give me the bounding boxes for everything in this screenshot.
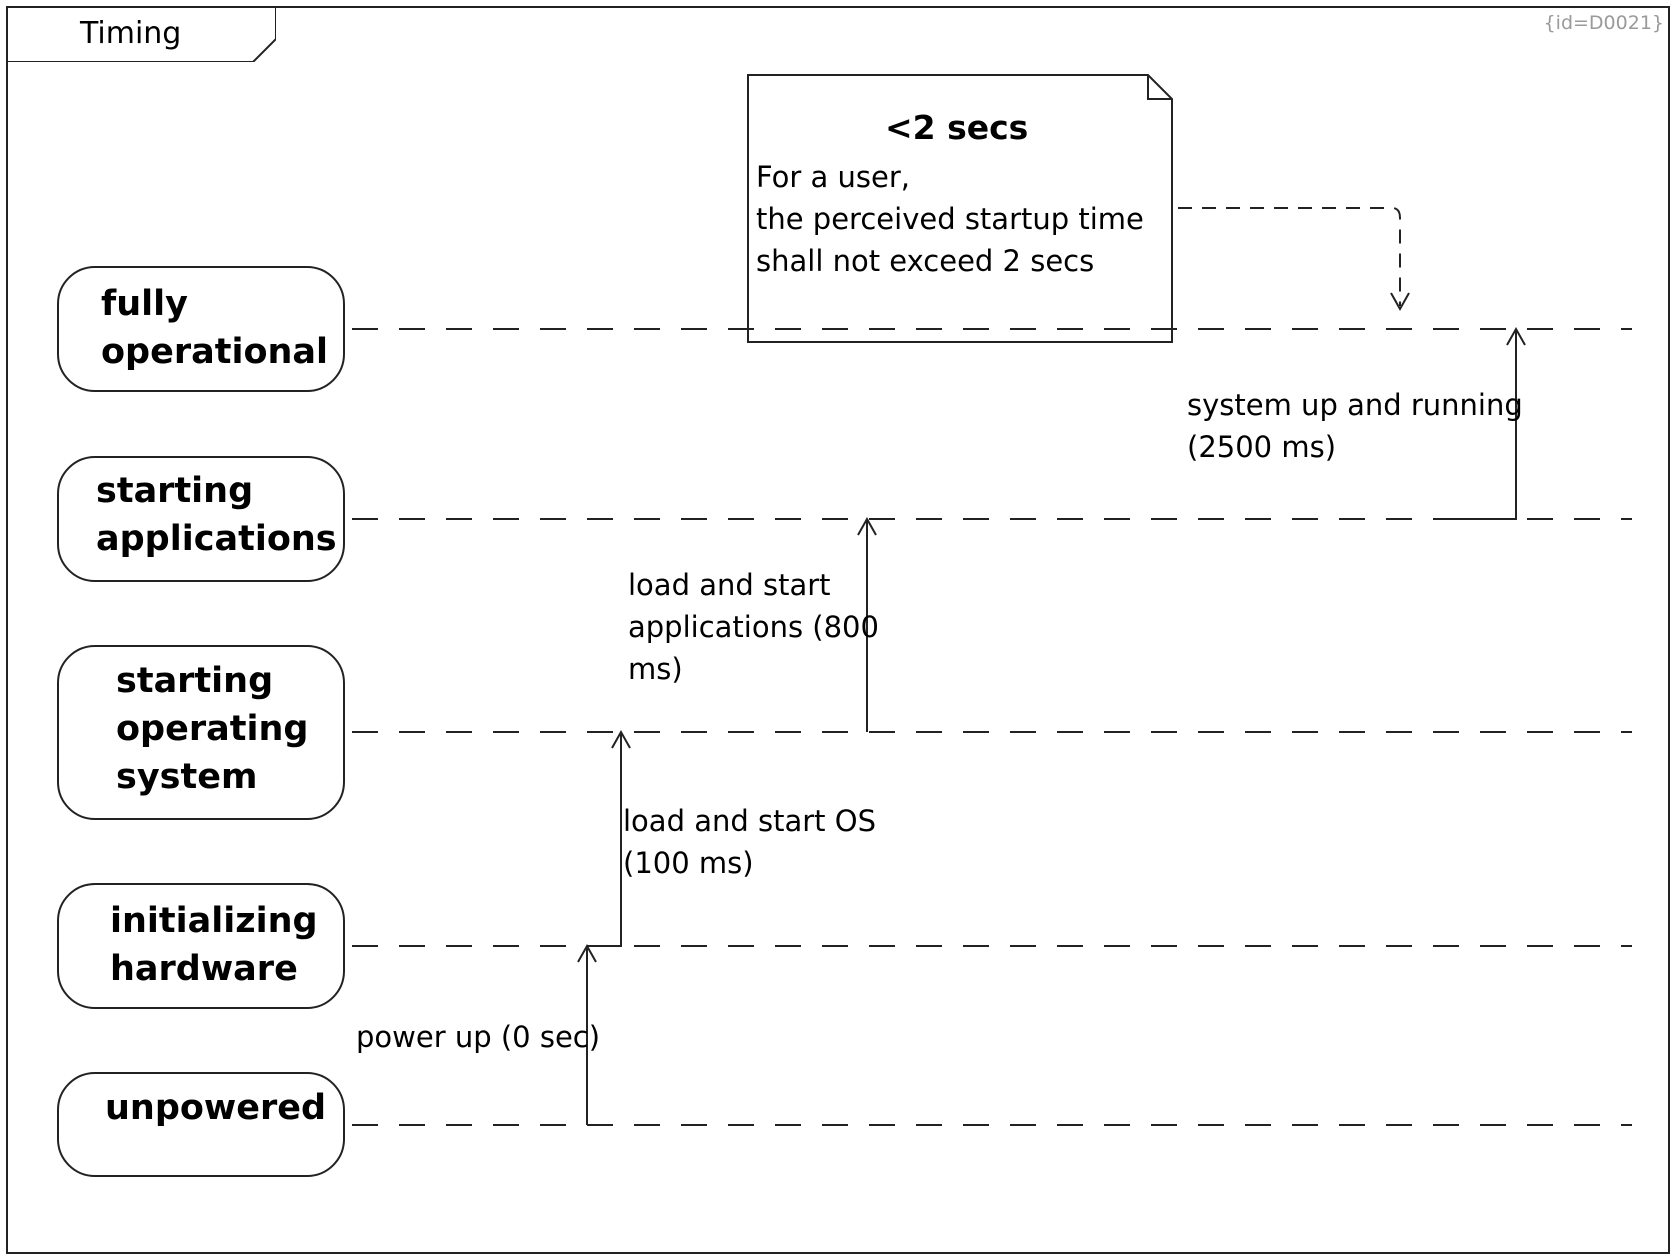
state-label: fully operational	[101, 284, 329, 372]
transition-label-load-os: load and start OS (100 ms)	[623, 804, 876, 880]
note-fold	[1147, 75, 1172, 100]
transition-label-system-running: system up and running (2500 ms)	[1187, 388, 1523, 464]
state-fully-operational: fully operational	[57, 266, 345, 392]
frame-title: Timing	[80, 16, 182, 51]
note-body: For a user, the perceived startup time s…	[756, 160, 1144, 278]
note-title: <2 secs	[885, 108, 1029, 147]
transition-arrow-load-os	[587, 729, 631, 947]
note-link-arrow	[1178, 207, 1410, 312]
state-unpowered: unpowered	[57, 1072, 345, 1177]
transition-arrow-system-running	[1450, 326, 1526, 520]
transition-label-power-up: power up (0 sec)	[356, 1020, 601, 1054]
state-initializing-hardware: initializing hardware	[57, 883, 345, 1009]
state-starting-applications: starting applications	[57, 456, 345, 582]
diagram-id-label: {id=D0021}	[1543, 12, 1664, 34]
transition-arrow-load-apps	[857, 516, 877, 732]
state-starting-operating-system: starting operating system	[57, 645, 345, 820]
frame-title-tab	[6, 6, 276, 62]
state-label: starting operating system	[116, 661, 309, 797]
state-label: starting applications	[96, 471, 337, 559]
transition-label-load-apps: load and start applications (800 ms)	[628, 568, 879, 686]
note-shape	[747, 74, 1173, 343]
state-label: unpowered	[105, 1088, 327, 1128]
diagram-frame	[6, 6, 1670, 1254]
state-label: initializing hardware	[110, 901, 318, 989]
